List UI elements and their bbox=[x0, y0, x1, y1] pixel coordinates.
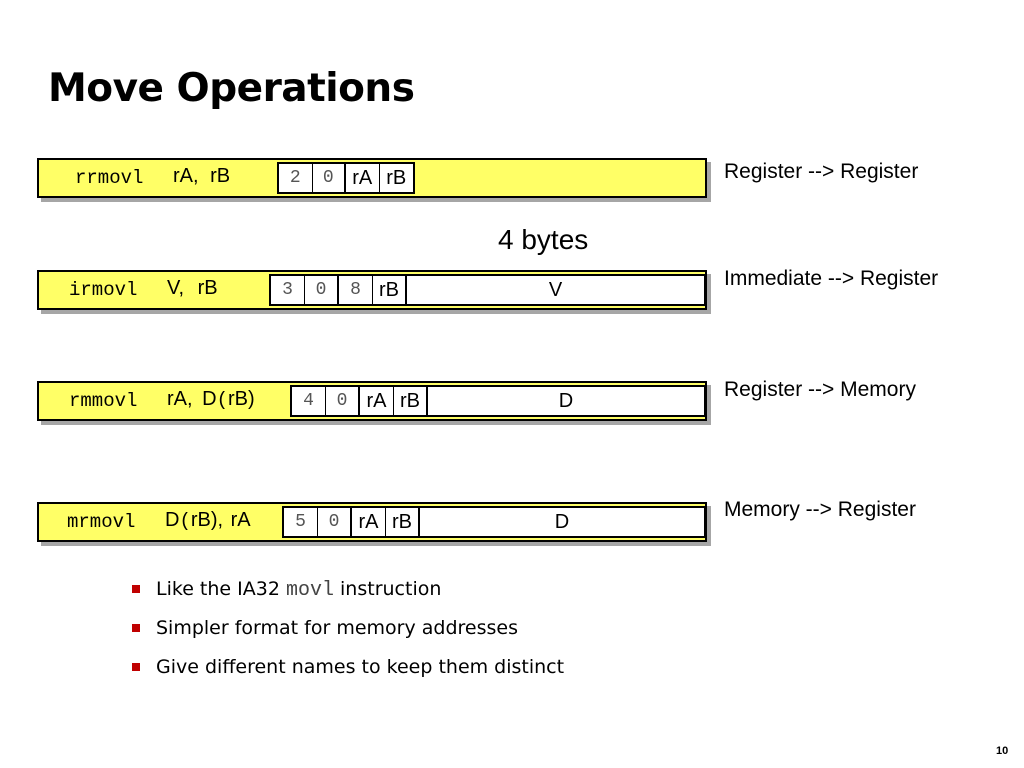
operand-a: V, bbox=[167, 277, 185, 299]
bullet-square-icon bbox=[132, 624, 140, 632]
encoding-reg-rb: rB bbox=[386, 508, 420, 536]
operand-disp: D bbox=[165, 509, 180, 531]
encoding-displacement-d: D bbox=[554, 510, 570, 533]
encoding: 5 0 rA rB D bbox=[282, 506, 706, 538]
encoding-reg-rb: rB bbox=[394, 387, 428, 415]
instruction-row-irmovl: irmovl V, rB 3 0 8 rB V bbox=[37, 270, 711, 314]
row-description: Register --> Memory bbox=[724, 378, 916, 401]
bullet-text: Simpler format for memory addresses bbox=[156, 617, 518, 639]
operands: rA, rB bbox=[173, 165, 230, 188]
page-number: 10 bbox=[996, 745, 1009, 757]
operands: V, rB bbox=[167, 277, 218, 300]
instruction-box: rrmovl rA, rB 2 0 rA rB bbox=[37, 158, 707, 198]
operand-disp: D bbox=[202, 388, 217, 410]
operand-dest: rA bbox=[230, 509, 251, 531]
operand-a: rA, bbox=[173, 165, 199, 187]
paren-open: ( bbox=[179, 510, 191, 532]
encoding-value-v: V bbox=[548, 278, 563, 301]
instruction-row-mrmovl: mrmovl D(rB), rA 5 0 rA rB D bbox=[37, 502, 711, 546]
encoding-byte-icode: 4 bbox=[292, 387, 326, 415]
instruction-row-rmmovl: rmmovl rA, D(rB) 4 0 rA rB D bbox=[37, 381, 711, 425]
mnemonic: rmmovl bbox=[69, 390, 138, 412]
row-description: Immediate --> Register bbox=[724, 267, 939, 290]
instruction-box: mrmovl D(rB), rA 5 0 rA rB D bbox=[37, 502, 707, 542]
instruction-row-rrmovl: rrmovl rA, rB 2 0 rA rB bbox=[37, 158, 711, 202]
bullet-text: instruction bbox=[340, 578, 442, 600]
bullet-list: Like the IA32 movl instruction Simpler f… bbox=[130, 578, 564, 695]
encoding-byte-ifun: 0 bbox=[313, 164, 347, 192]
encoding-byte-ifun: 0 bbox=[318, 508, 352, 536]
encoding: 4 0 rA rB D bbox=[290, 385, 706, 417]
bytes-label: 4 bytes bbox=[498, 224, 589, 255]
bullet-text: Give different names to keep them distin… bbox=[156, 656, 565, 678]
operand-base: rB bbox=[227, 388, 248, 410]
encoding-byte-icode: 3 bbox=[271, 276, 305, 304]
bullet-text: Like the IA32 bbox=[156, 578, 280, 600]
bullet-item: Give different names to keep them distin… bbox=[130, 656, 564, 695]
encoding-byte-ifun: 0 bbox=[305, 276, 339, 304]
encoding-reg-rb: rB bbox=[386, 166, 407, 189]
encoding-byte-icode: 5 bbox=[284, 508, 318, 536]
operand-base: rB), bbox=[190, 509, 224, 531]
row-description: Memory --> Register bbox=[724, 498, 916, 521]
instruction-box: rmmovl rA, D(rB) 4 0 rA rB D bbox=[37, 381, 707, 421]
operand-a: rA, bbox=[167, 388, 193, 410]
mnemonic: rrmovl bbox=[75, 167, 144, 189]
encoding-byte-ifun: 0 bbox=[326, 387, 360, 415]
encoding-reg-ra: rA bbox=[346, 164, 380, 192]
bullet-square-icon bbox=[132, 663, 140, 671]
mnemonic: mrmovl bbox=[67, 511, 136, 533]
encoding-reg-ra: rA bbox=[352, 508, 386, 536]
bullet-code: movl bbox=[285, 579, 334, 602]
encoding-byte-icode: 2 bbox=[279, 164, 313, 192]
paren-open: ( bbox=[216, 389, 228, 411]
encoding: 3 0 8 rB V bbox=[269, 274, 706, 306]
encoding-reg-none: 8 bbox=[339, 276, 373, 304]
operands: D(rB), rA bbox=[165, 509, 251, 532]
encoding-reg-rb: rB bbox=[373, 276, 407, 304]
encoding-reg-ra: rA bbox=[360, 387, 394, 415]
encoding: 2 0 rA rB bbox=[277, 162, 415, 194]
operand-b: rB bbox=[197, 277, 218, 299]
slide-title: Move Operations bbox=[48, 66, 415, 111]
instruction-box: irmovl V, rB 3 0 8 rB V bbox=[37, 270, 707, 310]
row-description: Register --> Register bbox=[724, 160, 919, 183]
mnemonic: irmovl bbox=[69, 279, 138, 301]
bullet-item: Like the IA32 movl instruction bbox=[130, 578, 564, 617]
encoding-displacement-d: D bbox=[558, 389, 574, 412]
paren-close: ) bbox=[247, 388, 255, 410]
operands: rA, D(rB) bbox=[167, 388, 255, 411]
bullet-item: Simpler format for memory addresses bbox=[130, 617, 564, 656]
bullet-square-icon bbox=[132, 585, 140, 593]
operand-b: rB bbox=[210, 165, 231, 187]
